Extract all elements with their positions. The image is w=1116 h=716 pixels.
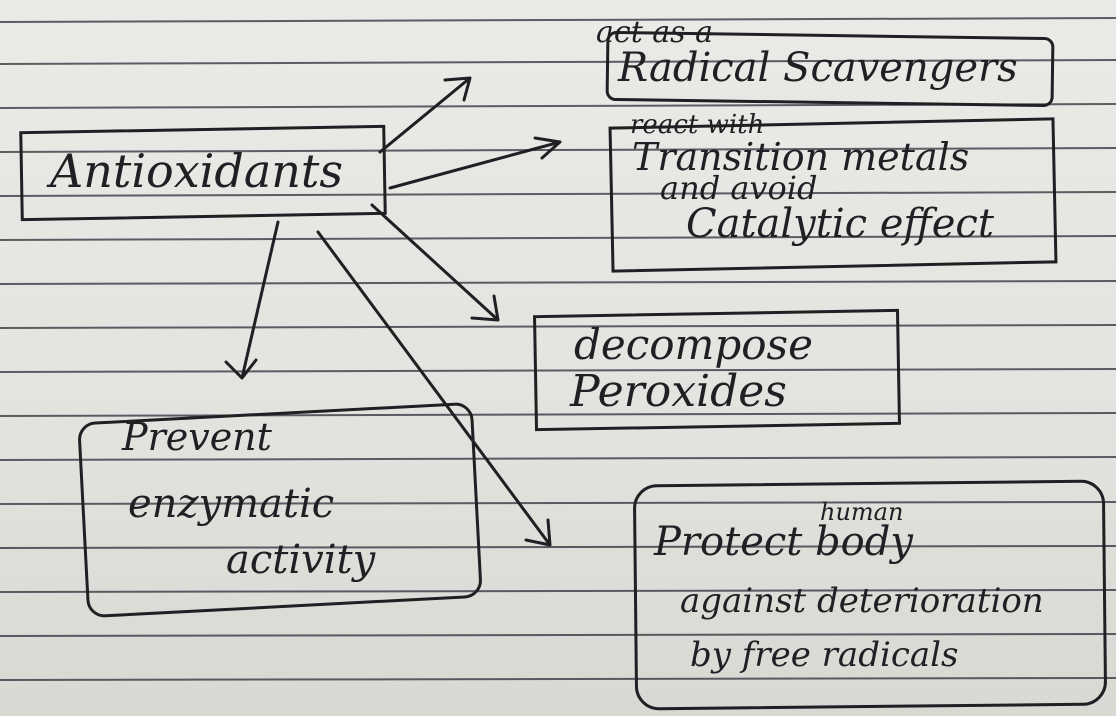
arrow-to-prevent-enzymatic	[224, 220, 280, 380]
radical-scavengers-annotation: act as a	[596, 15, 713, 50]
protect-body-line-1: Protect body	[654, 519, 913, 565]
arrow-to-transition-metals	[388, 136, 562, 190]
arrow-to-protect-body	[316, 230, 552, 547]
decompose-peroxides-line-2: Peroxides	[570, 366, 787, 417]
protect-body-line-2: against deterioration	[680, 581, 1044, 621]
arrow-to-radical-scavengers	[378, 76, 472, 154]
prevent-enzymatic-line-2: enzymatic	[128, 481, 335, 527]
transition-metals-annotation: react with	[630, 110, 765, 140]
transition-metals-line-1: Transition metals	[632, 135, 970, 179]
protect-body-insertion: human	[820, 498, 904, 526]
decompose-peroxides-line-1: decompose	[574, 320, 813, 369]
prevent-enzymatic-line-1: Prevent	[122, 415, 272, 459]
protect-body-line-3: by free radicals	[690, 635, 959, 675]
radical-scavengers-label: Radical Scavengers	[618, 45, 1018, 91]
prevent-enzymatic-line-3: activity	[226, 537, 376, 583]
transition-metals-line-3: Catalytic effect	[686, 201, 994, 247]
arrow-to-decompose-peroxides	[370, 203, 500, 322]
transition-metals-line-2: and avoid	[660, 169, 818, 207]
antioxidants-label: Antioxidants	[50, 144, 343, 198]
